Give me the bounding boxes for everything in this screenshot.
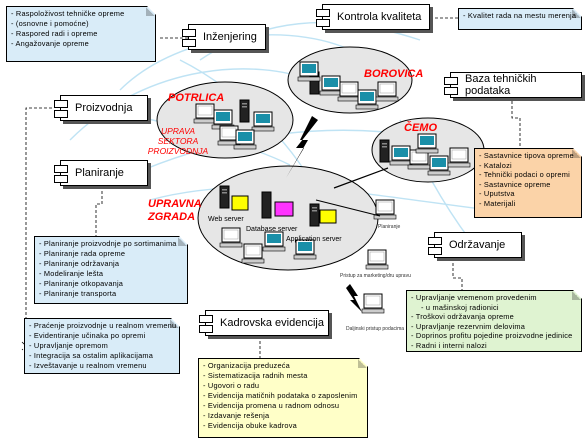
note-item: Organizacija preduzeća — [203, 361, 363, 371]
note-item: Upravljanje vremenom provedenim — [411, 293, 577, 303]
label-application-server: Application server — [286, 236, 342, 243]
note-item: Modeliranje lešta — [39, 269, 183, 279]
note-item: Planiranje transporta — [39, 289, 183, 299]
module-baza-tehnickih-podataka[interactable]: Baza tehničkih podataka — [444, 72, 582, 98]
module-kontrola-label: Kontrola kvaliteta — [337, 11, 422, 23]
note-item: (osnovne i pomoćne) — [11, 19, 151, 29]
note-item: Planiranje otkopavanja — [39, 279, 183, 289]
label-web-server: Web server — [208, 216, 244, 223]
note-item: Angažovanje opreme — [11, 39, 151, 49]
module-proizvodnja[interactable]: Proizvodnja — [54, 95, 148, 121]
note-inzenjering: Raspoloživost tehničke opreme (osnovne i… — [6, 6, 156, 62]
note-item: u mašinskoj radionici — [411, 303, 577, 313]
note-item: Uputstva — [479, 189, 577, 199]
note-item: Izdavanje rešenja — [203, 411, 363, 421]
marketing-pc — [365, 249, 389, 270]
note-item: Upravljanje opremom — [29, 341, 175, 351]
site-potrlica-sub: UPRAVA SEKTORA PROIZVODNJA — [146, 126, 210, 156]
upravna-line1: UPRAVNA — [148, 198, 202, 210]
module-inzenjering[interactable]: Inženjering — [182, 24, 266, 50]
note-kontrola: Kvalitet rada na mestu merenja — [458, 8, 582, 30]
module-kontrola-kvaliteta[interactable]: Kontrola kvaliteta — [316, 4, 430, 30]
note-kadrovska: Organizacija preduzeća Sistematizacija r… — [198, 358, 368, 438]
note-item: Integracija sa ostalim aplikacijama — [29, 351, 175, 361]
note-item: Evidencija matičnih podataka o zaposleni… — [203, 391, 363, 401]
site-potrlica: POTRLICA — [168, 92, 225, 104]
potrlica-sub-line2: SEKTORA — [157, 136, 199, 146]
note-item: Kvalitet rada na mestu merenja — [463, 11, 577, 21]
note-item: Sastavnice opreme — [479, 180, 577, 190]
label-pristup: Pristup za marketing/dru upravu — [340, 273, 411, 279]
label-database-server: Database server — [246, 226, 298, 233]
module-planiranje-label: Planiranje — [75, 167, 124, 179]
note-item: Sastavnice tipova opreme — [479, 151, 577, 161]
label-planiranje-pc: Planiranje — [378, 224, 401, 230]
module-kadrovska-evidencija[interactable]: Kadrovska evidencija — [199, 310, 329, 336]
site-upravna-zgrada: UPRAVNA ZGRADA — [148, 198, 202, 224]
note-item: Sistematizacija radnih mesta — [203, 371, 363, 381]
link-upravna-cemo — [333, 167, 389, 189]
note-item: Raspoloživost tehničke opreme — [11, 9, 151, 19]
note-planiranje: Planiranje proizvodnje po sortimanima Pl… — [34, 236, 188, 304]
potrlica-sub-line3: PROIZVODNJA — [147, 146, 209, 156]
module-planiranje[interactable]: Planiranje — [54, 160, 148, 186]
note-item: Upravljanje rezervnim delovima — [411, 322, 577, 332]
link-upravna-planiranje — [315, 199, 381, 217]
label-daljinski: Daljinski pristup podacima — [346, 326, 405, 332]
note-item: Planiranje proizvodnje po sortimanima — [39, 239, 183, 249]
module-baza-label: Baza tehničkih podataka — [465, 73, 537, 97]
upravna-line2: ZGRADA — [148, 211, 196, 223]
note-item: Planiranje rada opreme — [39, 249, 183, 259]
upravna-computers — [219, 185, 337, 264]
note-proizvodnja: Praćenje proizvodnje u realnom vremenu E… — [24, 318, 180, 374]
note-item: Ugovori o radu — [203, 381, 363, 391]
note-item: Tehnički podaci o opremi — [479, 170, 577, 180]
site-borovica: BOROVICA — [364, 68, 424, 80]
site-cemo: ČEMO — [404, 122, 437, 134]
note-item: Raspored radi i opreme — [11, 29, 151, 39]
module-odrzavanje-label: Održavanje — [449, 239, 506, 251]
note-item: Izveštavanje u realnom vremenu — [29, 361, 175, 371]
note-item: Doprinos profitu pojedine proizvodne jed… — [411, 331, 577, 341]
note-item: Evidencija obuke kadrova — [203, 421, 363, 431]
note-odrzavanje: Upravljanje vremenom provedenim u mašins… — [406, 290, 582, 352]
note-item: Katalozi — [479, 161, 577, 171]
planiranje-pc — [373, 199, 397, 220]
module-kadrovska-label: Kadrovska evidencija — [220, 317, 324, 329]
note-item: Evidencija promena u radnom odnosu — [203, 401, 363, 411]
note-item: Radni i interni nalozi — [411, 341, 577, 351]
module-inzenjering-label: Inženjering — [203, 31, 257, 43]
note-item: Evidentiranje učinaka po opremi — [29, 331, 175, 341]
note-item: Planiranje održavanja — [39, 259, 183, 269]
potrlica-sub-line1: UPRAVA — [160, 126, 196, 136]
note-item: Praćenje proizvodnje u realnom vremenu — [29, 321, 175, 331]
note-item: Materijali — [479, 199, 577, 209]
module-odrzavanje[interactable]: Održavanje — [428, 232, 522, 258]
note-baza: Sastavnice tipova opreme Katalozi Tehnič… — [474, 148, 582, 218]
lightning-links — [286, 116, 362, 312]
module-proizvodnja-label: Proizvodnja — [75, 102, 133, 114]
daljinski-pc — [361, 293, 385, 314]
note-item: Troškovi održavanja opreme — [411, 312, 577, 322]
